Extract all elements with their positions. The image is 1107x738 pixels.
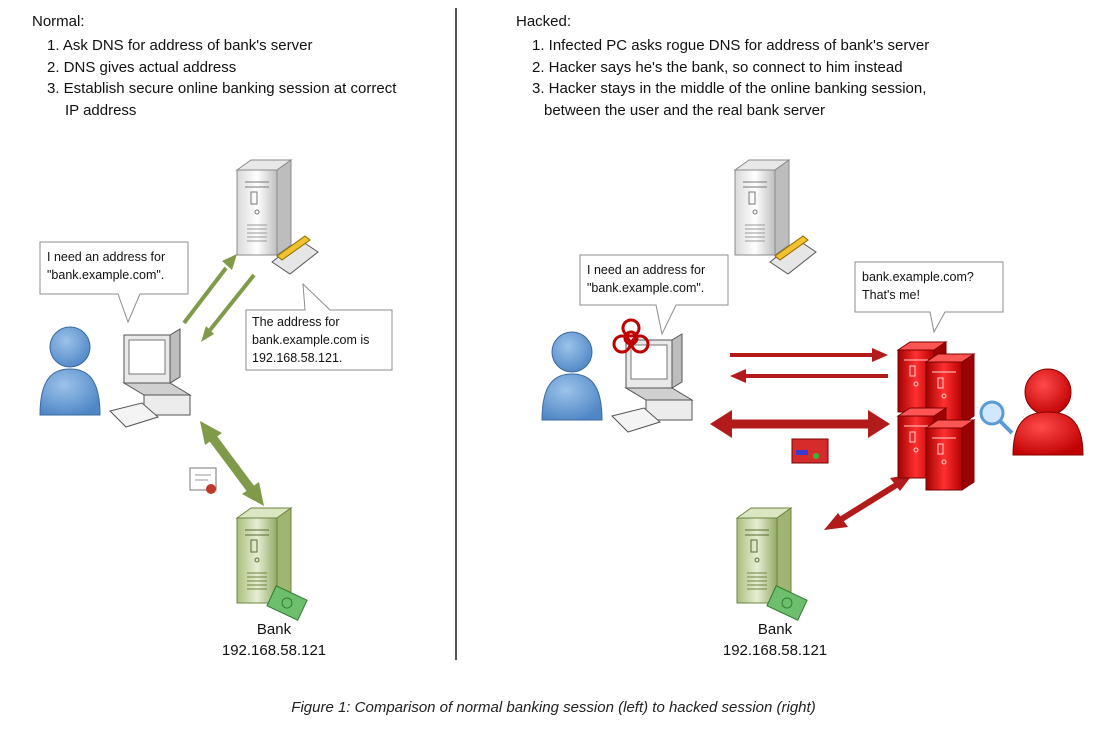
computer-icon (611, 333, 693, 433)
bank-name: Bank (256, 621, 292, 638)
hacked-step-3: 3. Hacker stays in the middle of the onl… (532, 80, 927, 97)
bubble-line: "bank.example.com". (47, 268, 165, 282)
normal-step-3: 3. Establish secure online banking sessi… (47, 80, 397, 97)
hacker-icon (1012, 368, 1084, 456)
bank-ip: 192.168.58.121 (221, 642, 327, 659)
figure-caption: Figure 1: Comparison of normal banking s… (291, 699, 816, 716)
user-speech-bubble (39, 241, 189, 324)
normal-step-3-cont: IP address (65, 101, 137, 119)
bubble-line: "bank.example.com". (587, 281, 705, 295)
certificate-icon (189, 467, 217, 494)
rogue-server-icon (897, 341, 975, 491)
dns-server-icon (734, 159, 817, 275)
bank-name: Bank (757, 621, 793, 638)
secure-session-arrow (200, 421, 264, 506)
hacker-bubble-text: bank.example.com? That's me! (862, 268, 974, 304)
magnifier-icon (979, 400, 1014, 435)
bank-server-icon (236, 507, 308, 621)
normal-step-2: 2. DNS gives actual address (47, 58, 237, 76)
normal-step-1: 1. Ask DNS for address of bank's server (47, 37, 313, 54)
normal-dns-bubble-text: The address for bank.example.com is 192.… (252, 313, 369, 367)
dns-server-icon (236, 159, 319, 275)
hacked-title: Hacked: (516, 13, 572, 30)
hacker-speech-bubble (854, 261, 1004, 334)
normal-query-arrow (182, 254, 237, 325)
bubble-line: bank.example.com is (252, 333, 370, 347)
normal-reply-arrow (201, 273, 256, 342)
computer-icon (109, 328, 191, 428)
biohazard-icon (612, 318, 650, 354)
bubble-line: I need an address for (47, 250, 166, 264)
user-icon (541, 331, 603, 421)
panel-divider (455, 8, 457, 660)
bubble-line: That's me! (862, 288, 920, 302)
bubble-line: bank.example.com? (862, 270, 974, 284)
normal-user-bubble-text: I need an address for "bank.example.com"… (47, 248, 165, 284)
user-speech-bubble (579, 254, 729, 336)
hacked-bank-label: Bank 192.168.58.121 (695, 619, 855, 661)
hacked-step-1: 1. Infected PC asks rogue DNS for addres… (532, 37, 930, 54)
hacked-step-3-cont: between the user and the real bank serve… (544, 101, 826, 119)
dns-speech-bubble (245, 282, 393, 371)
bank-ip: 192.168.58.121 (722, 642, 828, 659)
bubble-line: The address for (252, 315, 340, 329)
hacked-step-2: 2. Hacker says he's the bank, so connect… (532, 58, 903, 76)
relay-arrow (824, 474, 913, 530)
hijacked-session-arrow (710, 410, 890, 438)
hacked-steps: 1. Infected PC asks rogue DNS for addres… (532, 35, 929, 121)
bank-server-icon (736, 507, 808, 621)
rogue-query-arrow (730, 348, 888, 362)
stolen-data-icon (791, 438, 829, 464)
user-icon (39, 326, 101, 416)
bubble-line: I need an address for (587, 263, 706, 277)
hacked-user-bubble-text: I need an address for "bank.example.com"… (587, 261, 705, 297)
normal-steps: 1. Ask DNS for address of bank's server … (47, 35, 396, 121)
normal-title: Normal: (32, 13, 85, 30)
rogue-reply-arrow (730, 369, 888, 383)
normal-bank-label: Bank 192.168.58.121 (194, 619, 354, 661)
bubble-line: 192.168.58.121. (252, 351, 343, 365)
